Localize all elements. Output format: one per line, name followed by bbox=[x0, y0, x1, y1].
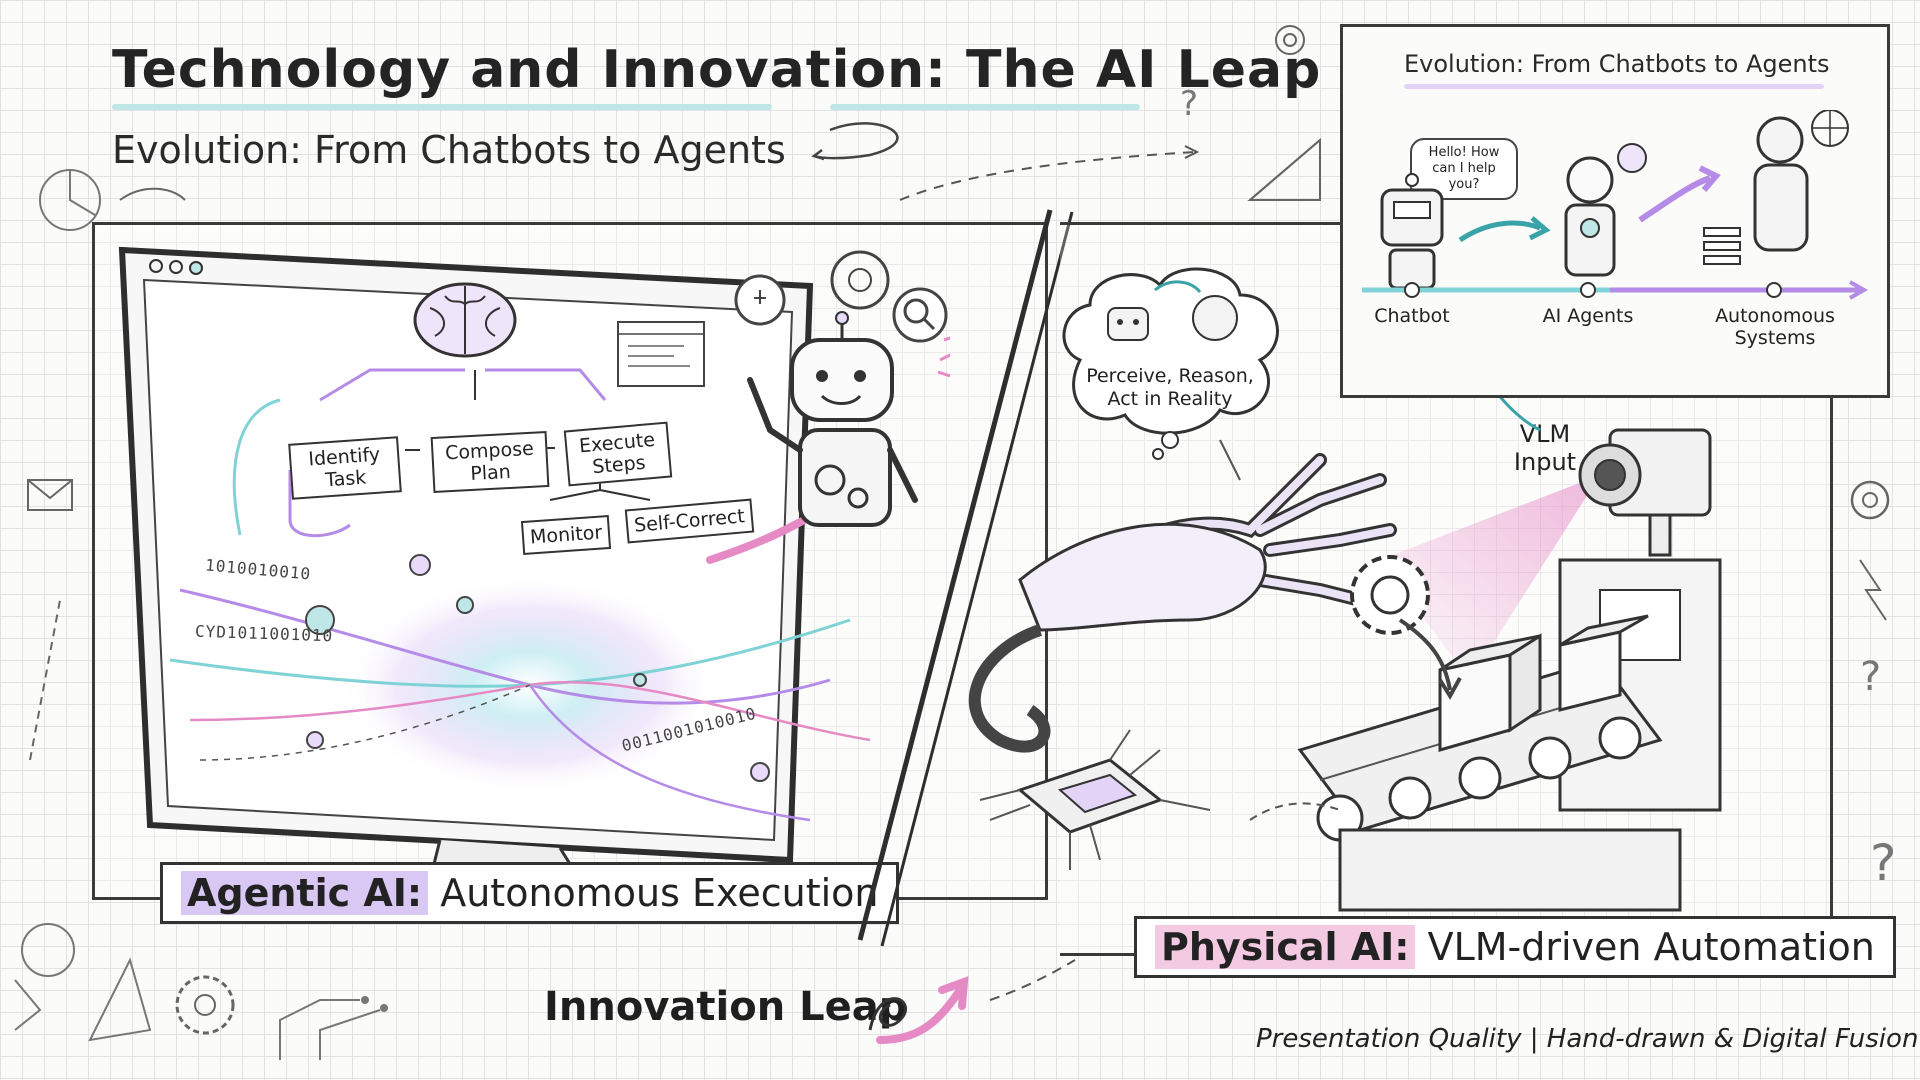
flow-execute-steps-label: Execute Steps bbox=[578, 428, 656, 479]
physical-ai-label-text: VLM-driven Automation bbox=[1427, 925, 1875, 969]
agentic-ai-label-highlight: Agentic AI: bbox=[181, 871, 429, 915]
robot-icon bbox=[734, 250, 950, 527]
page-subtitle: Evolution: From Chatbots to Agents bbox=[112, 128, 786, 172]
page-title: Technology and Innovation: The AI Leap bbox=[112, 40, 1322, 100]
vlm-input-label: VLM Input bbox=[1513, 420, 1577, 476]
flow-identify-task-label: Identify Task bbox=[307, 443, 381, 492]
title-underline-accent bbox=[830, 104, 1140, 110]
svg-text:?: ? bbox=[1870, 834, 1897, 892]
flow-monitor-label: Monitor bbox=[529, 521, 603, 549]
evolution-illustration bbox=[1362, 110, 1869, 300]
mini-window-icon bbox=[617, 321, 705, 387]
leap-arrow-icon bbox=[868, 976, 969, 1044]
physical-ai-label: Physical AI: VLM-driven Automation bbox=[1134, 916, 1896, 978]
stage-ai-agents: AI Agents bbox=[1542, 305, 1634, 327]
svg-text:?: ? bbox=[1860, 654, 1881, 700]
flow-monitor: Monitor bbox=[520, 514, 612, 556]
inset-title: Evolution: From Chatbots to Agents bbox=[1404, 50, 1830, 78]
svg-text:?: ? bbox=[1180, 84, 1198, 124]
monitor-illustration bbox=[118, 246, 871, 880]
panel-divider bbox=[857, 209, 1074, 947]
flow-compose-plan: Compose Plan bbox=[430, 431, 550, 493]
agentic-ai-label: Agentic AI: Autonomous Execution bbox=[160, 862, 900, 924]
thought-cloud-icon bbox=[1062, 267, 1279, 460]
inset-title-underline bbox=[1404, 84, 1824, 89]
innovation-leap-label: Innovation Leap bbox=[544, 984, 908, 1030]
flow-identify-task: Identify Task bbox=[288, 436, 402, 500]
agentic-ai-label-text: Autonomous Execution bbox=[440, 871, 879, 915]
stage-chatbot: Chatbot bbox=[1374, 305, 1450, 327]
physical-ai-label-highlight: Physical AI: bbox=[1155, 925, 1416, 969]
title-underline bbox=[112, 104, 772, 110]
brain-icon bbox=[413, 282, 517, 358]
stage-autonomous-systems: Autonomous Systems bbox=[1715, 305, 1835, 349]
flow-compose-plan-label: Compose Plan bbox=[444, 437, 535, 486]
footer-note: Presentation Quality | Hand-drawn & Digi… bbox=[1256, 1024, 1919, 1054]
physical-ai-illustration bbox=[968, 380, 1722, 912]
flow-execute-steps: Execute Steps bbox=[563, 421, 673, 487]
thought-cloud-text: Perceive, Reason, Act in Reality bbox=[1086, 365, 1254, 410]
